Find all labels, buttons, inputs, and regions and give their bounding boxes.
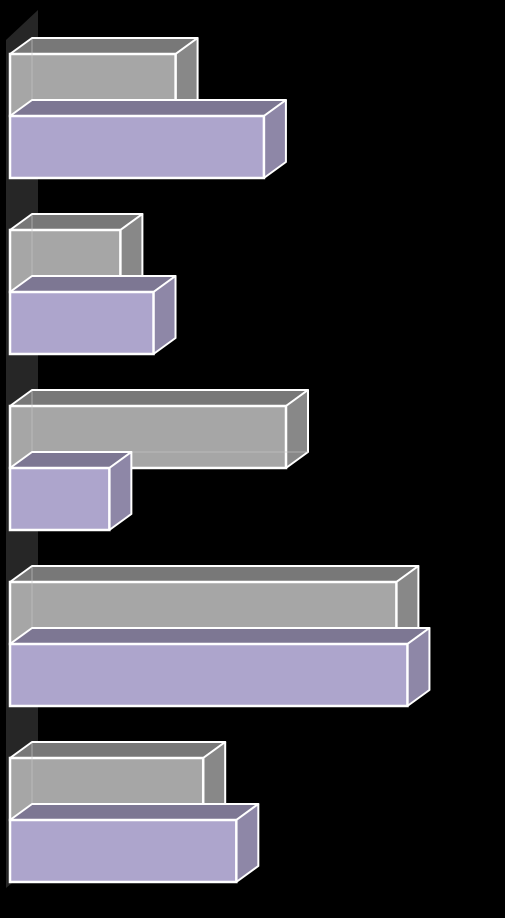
bar-front-face <box>8 290 155 356</box>
bar-top-face <box>9 99 287 117</box>
bar <box>8 803 260 884</box>
bar-top-face <box>9 627 431 645</box>
bar-top-face <box>9 741 227 759</box>
bar-front-face <box>8 818 238 884</box>
bar-front-face <box>8 466 111 532</box>
bar-group <box>8 213 177 356</box>
bar-top-face <box>9 389 309 407</box>
bar <box>8 451 133 532</box>
bar-front-face <box>8 642 409 708</box>
bar-front-face <box>8 114 266 180</box>
bar-top-face <box>9 803 260 821</box>
bar-group <box>8 389 309 532</box>
bar <box>8 99 287 180</box>
bar-group <box>8 565 431 708</box>
bar <box>8 627 431 708</box>
bar-top-face <box>9 275 177 293</box>
bar-top-face <box>9 565 420 583</box>
bar <box>8 275 177 356</box>
bar-group <box>8 741 260 884</box>
bar-group <box>8 37 287 180</box>
bar-top-face <box>9 37 199 55</box>
